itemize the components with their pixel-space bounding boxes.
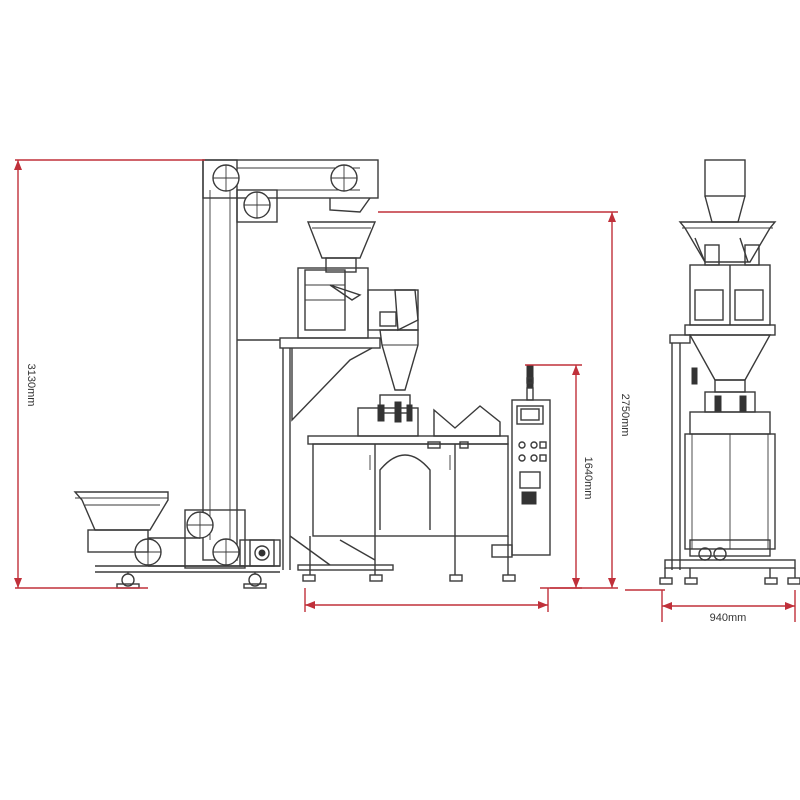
dimension-table-height xyxy=(525,364,582,589)
weigher-platform xyxy=(237,221,419,570)
dimension-front-width xyxy=(304,588,549,612)
dimension-overall-height xyxy=(14,159,205,589)
bucket-elevator xyxy=(73,159,379,589)
pulley-icon xyxy=(330,164,358,192)
label-side-width: 940mm xyxy=(710,612,747,624)
caster-wheel-icon xyxy=(121,572,135,587)
dimension-side-width xyxy=(625,589,796,622)
caster-wheel-icon xyxy=(248,572,262,587)
label-machine-height: 2750mm xyxy=(619,394,631,437)
motor-icon xyxy=(249,539,275,567)
feed-hopper xyxy=(73,491,169,553)
dimension-machine-height xyxy=(378,211,618,589)
label-overall-height: 3130mm xyxy=(25,364,37,407)
pulley-icon xyxy=(243,191,271,219)
label-table-height: 1640mm xyxy=(582,457,594,500)
control-button-icon xyxy=(518,441,547,462)
pulley-icon xyxy=(212,538,240,566)
pulley-icon xyxy=(212,164,240,192)
pulley-icon xyxy=(186,511,214,539)
side-view-machine xyxy=(659,159,800,585)
pouch-packing-machine xyxy=(289,364,551,582)
